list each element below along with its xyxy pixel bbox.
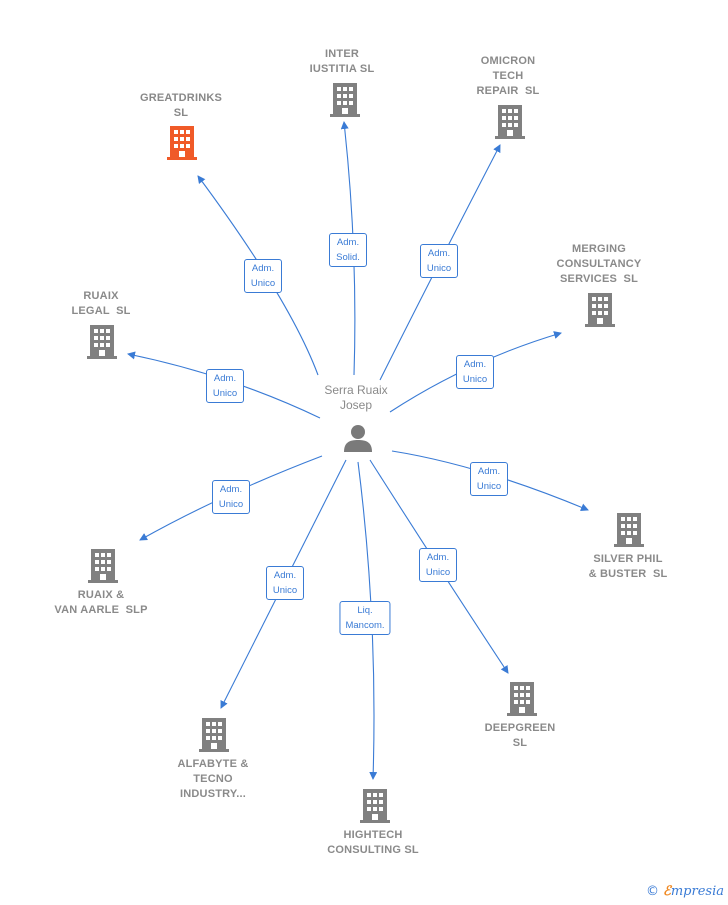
alfabyte-building-icon[interactable] bbox=[199, 718, 229, 752]
merging-company-name[interactable]: MERGING CONSULTANCY SERVICES SL bbox=[556, 243, 642, 285]
inter-iustitia-role-badge: Adm. Solid. bbox=[329, 233, 367, 267]
greatdrinks-company-name[interactable]: GREATDRINKS SL bbox=[139, 92, 223, 119]
deepgreen-company-name[interactable]: DEEPGREEN SL bbox=[484, 722, 556, 749]
ruaix-legal-role-badge: Adm. Unico bbox=[206, 369, 244, 403]
hightech-company-name[interactable]: HIGHTECH CONSULTING SL bbox=[327, 829, 419, 856]
ruaix-van-aarle-role-badge: Adm. Unico bbox=[212, 480, 250, 514]
merging-building-icon[interactable] bbox=[585, 293, 615, 327]
alfabyte-role-badge: Adm. Unico bbox=[266, 566, 304, 600]
hightech-building-icon[interactable] bbox=[360, 789, 390, 823]
copyright-icon: © bbox=[645, 884, 659, 899]
greatdrinks-building-icon[interactable] bbox=[167, 126, 197, 160]
omicron-company-name[interactable]: OMICRON TECH REPAIR SL bbox=[476, 55, 540, 97]
omicron-role-badge: Adm. Unico bbox=[420, 244, 458, 278]
ruaix-legal-company-name[interactable]: RUAIX LEGAL SL bbox=[71, 290, 131, 317]
silver-phil-company-name[interactable]: SILVER PHIL & BUSTER SL bbox=[588, 553, 668, 580]
ruaix-legal-building-icon[interactable] bbox=[87, 325, 117, 359]
deepgreen-building-icon[interactable] bbox=[507, 682, 537, 716]
hightech-role-badge: Liq. Mancom. bbox=[339, 601, 391, 635]
ruaix-van-aarle-company-name[interactable]: RUAIX & VAN AARLE SLP bbox=[54, 589, 148, 616]
greatdrinks-role-badge: Adm. Unico bbox=[244, 259, 282, 293]
alfabyte-company-name[interactable]: ALFABYTE & TECNO INDUSTRY... bbox=[177, 758, 249, 800]
silver-phil-building-icon[interactable] bbox=[614, 513, 644, 547]
ruaix-van-aarle-building-icon[interactable] bbox=[88, 549, 118, 583]
merging-role-badge: Adm. Unico bbox=[456, 355, 494, 389]
center-person-name[interactable]: Serra Ruaix Josep bbox=[324, 383, 388, 412]
inter-iustitia-building-icon[interactable] bbox=[330, 83, 360, 117]
silver-phil-role-badge: Adm. Unico bbox=[470, 462, 508, 496]
empresia-logo[interactable]: ©ℰmpresia bbox=[645, 884, 724, 899]
inter-iustitia-company-name[interactable]: INTER IUSTITIA SL bbox=[309, 48, 375, 75]
deepgreen-role-badge: Adm. Unico bbox=[419, 548, 457, 582]
person-icon bbox=[344, 425, 372, 452]
omicron-building-icon[interactable] bbox=[495, 105, 525, 139]
